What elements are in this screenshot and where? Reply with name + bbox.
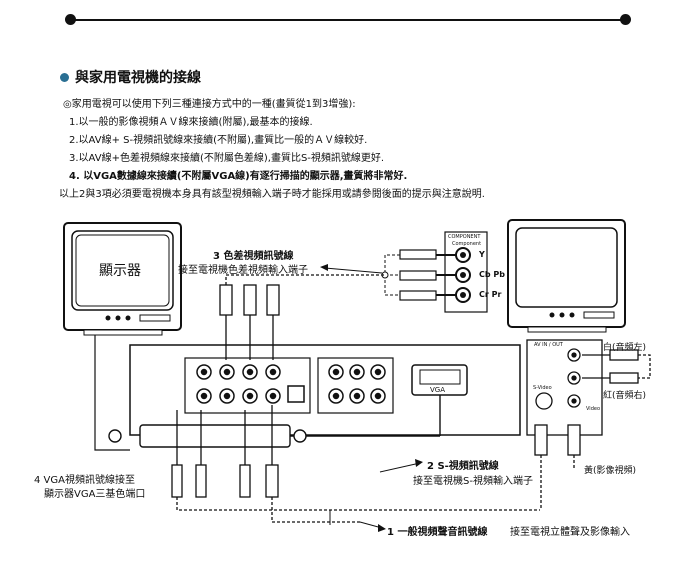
component-cables-top xyxy=(219,274,385,360)
section-title: 與家用電視機的接線 xyxy=(60,67,201,87)
monitor-label: 顯示器 xyxy=(99,263,141,279)
label-3-sub: 接至電視機色差視頻輸入端子 xyxy=(178,265,308,276)
av-cables-bottom xyxy=(171,405,540,523)
method-item-1: 1.以一般的影像視頻ＡＶ線來接續(附屬),最基本的接線. xyxy=(69,117,313,128)
cb-label: Cb Pb xyxy=(479,270,505,279)
label-white-audio: 白(音頻左) xyxy=(603,343,647,353)
tv-component-sub: Component xyxy=(452,241,482,247)
label-3-title: 3 色差視頻訊號線 xyxy=(213,251,294,262)
note-line: 以上2與3項必須要電視機本身具有該型視頻輸入端子時才能採用或請參閱後面的提示與注… xyxy=(59,189,485,200)
tv-component-panel xyxy=(444,231,488,313)
label-2-title: 2 S-視頻訊號線 xyxy=(427,461,499,472)
monitor-left xyxy=(63,222,182,336)
cr-label: Cr Pr xyxy=(479,290,502,299)
tv-av-panel xyxy=(526,339,651,510)
panel-video-label: Video xyxy=(586,406,601,412)
player-rear-panel xyxy=(129,344,521,436)
component-plugs xyxy=(381,249,456,301)
top-rule-line xyxy=(70,19,626,21)
vga-port-label: VGA xyxy=(430,386,446,394)
y-label: Y xyxy=(479,250,485,259)
diagram-svg xyxy=(63,219,651,532)
label-4-line2: 顯示器VGA三基色端口 xyxy=(44,489,146,500)
label-1: 1 一般視頻聲音訊號線 xyxy=(387,527,488,538)
title-bullet-icon xyxy=(60,72,69,82)
method-item-4: 4. 以VGA數據線來接續(不附屬VGA線)有逐行掃描的顯示器,畫質將非常好. xyxy=(69,171,408,182)
panel-svideo-label: S-Video xyxy=(533,385,552,391)
method-item-2: 2.以AV線+ S-視頻訊號線來接續(不附屬),畫質比一般的ＡＶ線較好. xyxy=(69,135,368,146)
section-title-text: 與家用電視機的接線 xyxy=(75,70,201,86)
label-yellow-video: 黃(影像視頻) xyxy=(584,466,637,476)
player-jacks xyxy=(196,364,386,404)
method-item-3: 3.以AV線+色差視頻線來接續(不附屬色差線),畫質比S-視頻訊號線更好. xyxy=(69,153,385,164)
label-tv-av-input: 接至電視立體聲及影像輸入 xyxy=(510,527,630,538)
label-4-line1: 4 VGA視頻訊號線接至 xyxy=(34,475,135,486)
tv-right xyxy=(507,219,626,333)
panel-av-header: AV IN / OUT xyxy=(534,342,563,348)
top-rule-dot-right xyxy=(620,14,631,25)
instructions: ◎家用電視可以使用下列三種連接方式中的一種(畫質從1到3增強): 1.以一般的影… xyxy=(59,96,683,204)
top-rule-dot-left xyxy=(65,14,76,25)
intro-line: ◎家用電視可以使用下列三種連接方式中的一種(畫質從1到3增強): xyxy=(63,99,356,110)
connection-diagram: 顯示器 3 色差視頻訊號線 接至電視機色差視頻輸入端子 COMPONENT Co… xyxy=(0,210,700,573)
tv-component-header: COMPONENT xyxy=(448,234,481,240)
label-2-sub: 接至電視機S-視頻輸入端子 xyxy=(413,476,533,487)
label-red-audio: 紅(音頻右) xyxy=(603,391,647,401)
